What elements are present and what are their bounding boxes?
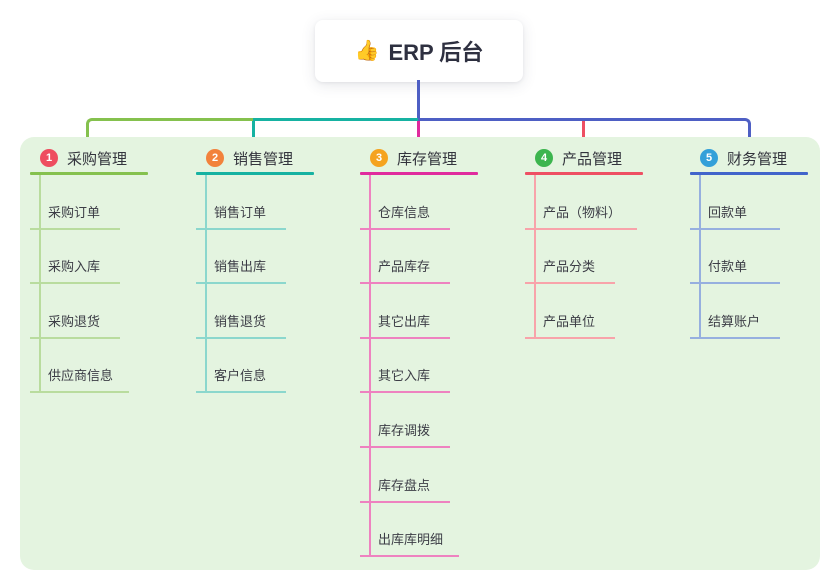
branch-5-title-label: 财务管理 xyxy=(727,150,788,168)
node-label: 采购退货 xyxy=(48,313,101,329)
branch-2-title-label: 销售管理 xyxy=(233,150,294,168)
node-branch2-child-1[interactable]: 销售订单 xyxy=(196,175,286,230)
branch-3-children: 仓库信息产品库存其它出库其它入库库存调拨库存盘点出库库明细 xyxy=(360,175,510,558)
node-branch4-child-2[interactable]: 产品分类 xyxy=(525,230,615,285)
root-title: ERP 后台 xyxy=(388,40,484,65)
branch-2-children: 销售订单销售出库销售退货客户信息 xyxy=(196,175,346,394)
node-branch3-child-6[interactable]: 库存盘点 xyxy=(360,448,450,503)
branch-1-title[interactable]: 1 采购管理 xyxy=(30,146,180,170)
node-label: 回款单 xyxy=(708,204,748,220)
node-label: 采购订单 xyxy=(48,204,101,220)
node-branch1-child-1[interactable]: 采购订单 xyxy=(30,175,120,230)
branch-3-title-label: 库存管理 xyxy=(397,150,458,168)
branch-1-title-label: 采购管理 xyxy=(67,150,128,168)
node-label: 其它入库 xyxy=(378,368,431,384)
node-branch3-child-3[interactable]: 其它出库 xyxy=(360,284,450,339)
node-label: 产品（物料） xyxy=(543,204,622,220)
node-label: 付款单 xyxy=(708,259,748,275)
connector-branch5-elbow xyxy=(418,118,751,146)
branch-3-title[interactable]: 3 库存管理 xyxy=(360,146,510,170)
connector-branch2-drop xyxy=(251,121,255,146)
node-label: 结算账户 xyxy=(708,313,761,329)
node-label: 客户信息 xyxy=(214,368,267,384)
node-label: 产品库存 xyxy=(378,259,431,275)
branches-panel xyxy=(20,137,820,570)
node-branch2-child-3[interactable]: 销售退货 xyxy=(196,284,286,339)
branch-5: 5 财务管理回款单付款单结算账户 xyxy=(690,146,839,339)
connector-branch2-segment xyxy=(253,118,418,121)
branch-2: 2 销售管理销售订单销售出库销售退货客户信息 xyxy=(196,146,346,394)
node-label: 产品分类 xyxy=(543,259,596,275)
node-branch1-child-4[interactable]: 供应商信息 xyxy=(30,339,130,394)
branch-4: 4 产品管理产品（物料） 产品分类产品单位 xyxy=(525,146,675,339)
node-branch1-child-2[interactable]: 采购入库 xyxy=(30,230,120,285)
connector-branch1-elbow xyxy=(86,118,253,146)
branch-4-child-connector xyxy=(534,175,536,339)
node-label: 销售出库 xyxy=(214,259,267,275)
node-label: 销售订单 xyxy=(214,204,267,220)
branch-1-children: 采购订单采购入库采购退货供应商信息 xyxy=(30,175,180,394)
branch-1-number-badge: 1 xyxy=(40,149,58,167)
branch-3-underline xyxy=(360,172,478,175)
branch-5-number-badge: 5 xyxy=(700,149,718,167)
connector-branch4-drop xyxy=(581,121,585,146)
node-label: 供应商信息 xyxy=(48,368,114,384)
branch-3: 3 库存管理仓库信息产品库存其它出库其它入库库存调拨库存盘点出库库明细 xyxy=(360,146,510,558)
branch-4-title[interactable]: 4 产品管理 xyxy=(525,146,675,170)
branch-4-children: 产品（物料） 产品分类产品单位 xyxy=(525,175,675,339)
node-label: 库存调拨 xyxy=(378,423,431,439)
branch-3-child-connector xyxy=(369,175,371,558)
connector-root-vertical xyxy=(416,80,420,118)
node-branch4-child-1[interactable]: 产品（物料） xyxy=(525,175,638,230)
branch-1-child-connector xyxy=(39,175,41,394)
node-branch3-child-4[interactable]: 其它入库 xyxy=(360,339,450,394)
node-label: 库存盘点 xyxy=(378,477,431,493)
node-label: 仓库信息 xyxy=(378,204,431,220)
node-branch3-child-5[interactable]: 库存调拨 xyxy=(360,393,450,448)
branch-5-child-connector xyxy=(699,175,701,339)
branch-4-underline xyxy=(525,172,643,175)
node-branch3-child-2[interactable]: 产品库存 xyxy=(360,230,450,285)
node-label: 采购入库 xyxy=(48,259,101,275)
node-label: 销售退货 xyxy=(214,313,267,329)
branch-1: 1 采购管理采购订单采购入库采购退货供应商信息 xyxy=(30,146,180,394)
branch-5-underline xyxy=(690,172,808,175)
branch-4-number-badge: 4 xyxy=(535,149,553,167)
node-branch5-child-2[interactable]: 付款单 xyxy=(690,230,780,285)
branch-2-title[interactable]: 2 销售管理 xyxy=(196,146,346,170)
node-label: 出库库明细 xyxy=(378,532,444,548)
branch-4-title-label: 产品管理 xyxy=(562,150,623,168)
root-node[interactable]: 👍 ERP 后台 xyxy=(315,20,523,82)
node-branch5-child-1[interactable]: 回款单 xyxy=(690,175,780,230)
node-branch3-child-1[interactable]: 仓库信息 xyxy=(360,175,450,230)
node-branch2-child-2[interactable]: 销售出库 xyxy=(196,230,286,285)
node-branch2-child-4[interactable]: 客户信息 xyxy=(196,339,286,394)
node-branch3-child-7[interactable]: 出库库明细 xyxy=(360,503,460,558)
branch-2-number-badge: 2 xyxy=(206,149,224,167)
branch-2-child-connector xyxy=(205,175,207,394)
branch-2-underline xyxy=(196,172,314,175)
node-branch1-child-3[interactable]: 采购退货 xyxy=(30,284,120,339)
branch-3-number-badge: 3 xyxy=(370,149,388,167)
branch-5-title[interactable]: 5 财务管理 xyxy=(690,146,839,170)
node-label: 其它出库 xyxy=(378,313,431,329)
branch-5-children: 回款单付款单结算账户 xyxy=(690,175,839,339)
connector-branch3-drop xyxy=(416,121,420,146)
node-branch4-child-3[interactable]: 产品单位 xyxy=(525,284,615,339)
branch-1-underline xyxy=(30,172,148,175)
node-label: 产品单位 xyxy=(543,313,596,329)
node-branch5-child-3[interactable]: 结算账户 xyxy=(690,284,780,339)
thumbs-up-icon: 👍 xyxy=(354,40,380,62)
